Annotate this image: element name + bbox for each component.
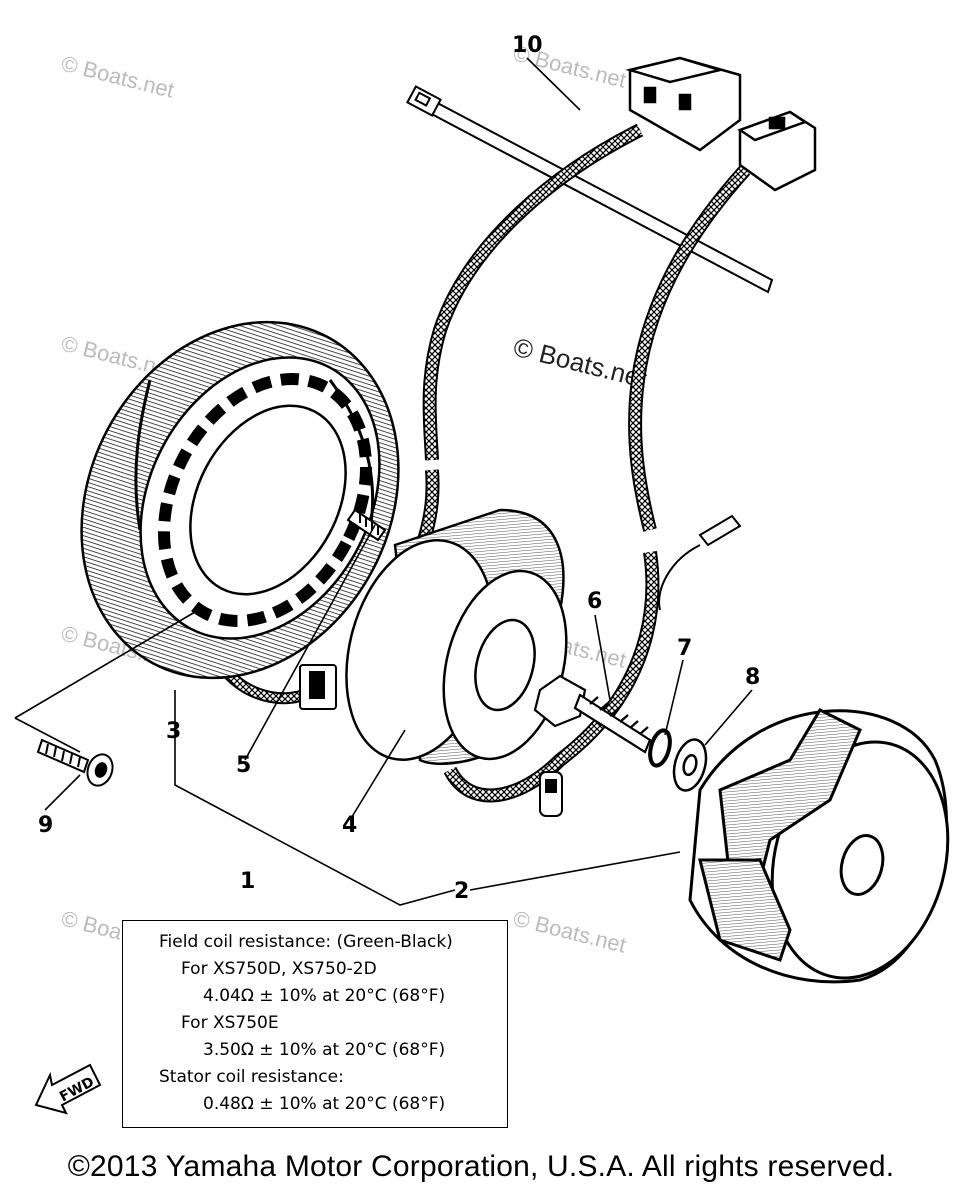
spec-line-stator-value: 0.48Ω ± 10% at 20°C (68°F) [203, 1094, 446, 1114]
watermark-text-center: © Boats.net [511, 332, 651, 394]
callout-9: 9 [38, 813, 53, 838]
callout-6: 6 [587, 589, 602, 614]
watermark-text: © Boats.net [59, 51, 177, 103]
rotor [688, 708, 950, 984]
grommet [539, 771, 563, 817]
resistance-spec-box: Field coil resistance: (Green-Black) For… [122, 920, 508, 1128]
callout-3: 3 [166, 719, 181, 744]
callout-5: 5 [236, 753, 251, 778]
callout-8: 8 [745, 665, 760, 690]
stator-plug [299, 664, 337, 710]
lock-washer [648, 728, 672, 768]
spec-line-stator-heading: Stator coil resistance: [159, 1067, 344, 1087]
spec-line-model-e: For XS750E [181, 1013, 279, 1033]
rotor-bolt [533, 674, 652, 754]
connector-bullet [698, 514, 742, 547]
connector-large [625, 56, 742, 152]
spec-line-value-d: 4.04Ω ± 10% at 20°C (68°F) [203, 986, 446, 1006]
stator-mount-screw [36, 738, 114, 787]
callout-2: 2 [454, 879, 469, 904]
spec-line-model-d: For XS750D, XS750-2D [181, 959, 377, 979]
watermark-text: © Boats.net [511, 906, 629, 958]
connector-small [737, 110, 817, 192]
callout-4: 4 [342, 813, 357, 838]
wire-harness [220, 123, 751, 803]
callout-10: 10 [512, 33, 543, 58]
copyright-notice: ©2013 Yamaha Motor Corporation, U.S.A. A… [67, 1150, 895, 1183]
leader-lines [14, 57, 753, 906]
spec-line-field-coil-heading: Field coil resistance: (Green-Black) [159, 932, 453, 952]
stator-screw [346, 508, 387, 542]
field-coil [345, 508, 568, 765]
callout-7: 7 [677, 636, 692, 661]
plain-washer [672, 738, 708, 792]
spec-line-value-e: 3.50Ω ± 10% at 20°C (68°F) [203, 1040, 446, 1060]
stator-assembly [80, 320, 400, 680]
callout-labels: 1 2 3 4 5 6 7 8 9 10 [38, 33, 760, 904]
callout-1: 1 [240, 869, 255, 894]
forward-arrow-icon: FWD [34, 1063, 102, 1115]
